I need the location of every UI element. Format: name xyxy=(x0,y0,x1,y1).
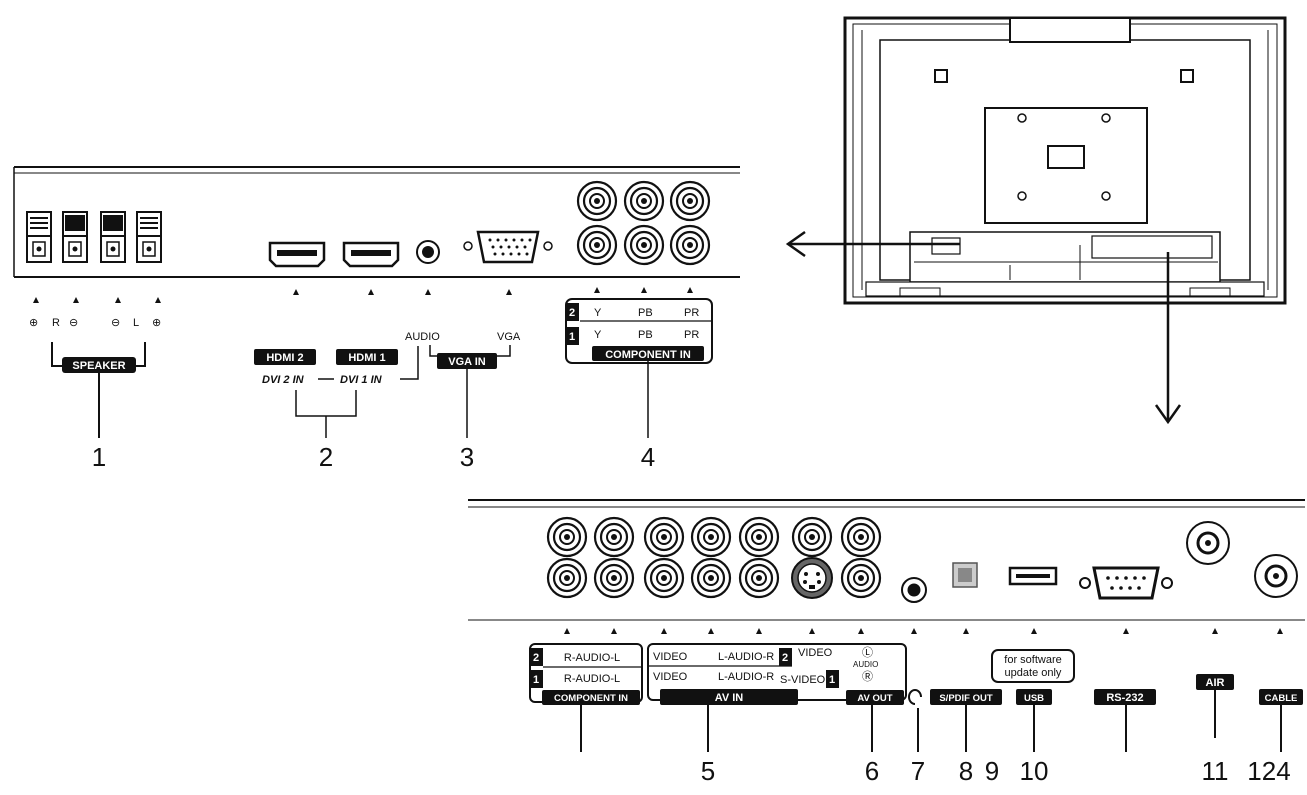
bottom-connector-panel xyxy=(468,499,1305,634)
av-index-1: 1 xyxy=(829,674,835,686)
component-label-group: 2 1 Y PB PR Y PB PR COMPONENT IN 4 xyxy=(565,298,713,472)
usb-note-line1: for software xyxy=(1004,654,1061,666)
comp-row2-pb: PB xyxy=(638,307,653,319)
usb-label-group: for software update only USB 9 10 xyxy=(985,649,1075,786)
component-in-badge: COMPONENT IN xyxy=(605,349,691,361)
av-in-badge: AV IN xyxy=(715,692,744,704)
headphone-jack xyxy=(901,577,927,603)
av-index-2: 2 xyxy=(782,652,788,664)
component-index-1: 1 xyxy=(569,331,575,343)
usb-badge: USB xyxy=(1024,693,1044,704)
callout-number-11: 11 xyxy=(1202,756,1229,786)
svideo-label: S-VIDEO xyxy=(780,674,826,686)
audio-label: AUDIO xyxy=(405,331,440,343)
av-out-audio: AUDIO xyxy=(853,660,878,669)
component-audio-label-group: 2 1 R-AUDIO-L R-AUDIO-L COMPONENT IN xyxy=(529,643,643,752)
comp-row1-y: Y xyxy=(594,329,602,341)
headphone-label-group: 7 xyxy=(908,689,925,786)
callout-number-6: 6 xyxy=(865,756,879,786)
callout-number-8: 8 xyxy=(959,756,973,786)
av-out-badge: AV OUT xyxy=(857,693,892,704)
comp-audio-badge: COMPONENT IN xyxy=(554,693,628,704)
vga-port xyxy=(463,230,553,264)
comp-row1-pb: PB xyxy=(638,329,653,341)
air-label-group: AIR 11 xyxy=(1196,674,1234,786)
air-antenna-jack xyxy=(1186,521,1230,565)
callout-number-9: 9 xyxy=(985,756,999,786)
cable-antenna-jack xyxy=(1254,554,1298,598)
callout-number-4: 4 xyxy=(641,442,655,472)
speaker-pol-1: ⊕ xyxy=(29,317,38,329)
av-out-label-group: VIDEO Ⓛ AUDIO Ⓡ AV OUT 6 xyxy=(798,646,904,786)
speaker-badge: SPEAKER xyxy=(72,360,125,372)
comp-row2-pr: PR xyxy=(684,307,699,319)
usb-port xyxy=(1008,566,1058,586)
callout-number-5: 5 xyxy=(701,756,715,786)
cable-label-group: CABLE 124 xyxy=(1247,689,1303,786)
cable-badge: CABLE xyxy=(1265,693,1298,704)
speaker-pol-6: ⊕ xyxy=(152,317,161,329)
svideo-jack xyxy=(791,557,833,599)
speaker-pol-2: R xyxy=(52,317,60,329)
speaker-label-group: ⊕ R ⊖ ⊖ L ⊕ SPEAKER 1 xyxy=(29,317,161,472)
spdif-badge: S/PDIF OUT xyxy=(939,693,993,704)
usb-note-line2: update only xyxy=(1005,667,1062,679)
dvi1-label: DVI 1 IN xyxy=(340,374,383,386)
component-index-2: 2 xyxy=(569,307,575,319)
callout-number-2: 2 xyxy=(319,442,333,472)
spdif-port xyxy=(952,562,978,588)
hdmi2-badge: HDMI 2 xyxy=(266,352,303,364)
vga-label-group: AUDIO VGA VGA IN 3 xyxy=(405,331,521,472)
spdif-label-group: S/PDIF OUT 8 xyxy=(930,689,1002,786)
callout-number-124: 124 xyxy=(1247,756,1290,786)
comp-row2-y: Y xyxy=(594,307,602,319)
vga-label: VGA xyxy=(497,331,521,343)
vga-in-badge: VGA IN xyxy=(448,356,486,368)
hdmi2-port xyxy=(268,241,326,268)
comp-audio-index-2: 2 xyxy=(533,652,539,664)
hdmi1-badge: HDMI 1 xyxy=(348,352,385,364)
av-out-video: VIDEO xyxy=(798,647,833,659)
speaker-pol-5: L xyxy=(133,317,139,329)
headphone-icon xyxy=(908,689,922,705)
av-row2-audio: L-AUDIO-R xyxy=(718,651,774,663)
rs232-badge: RS-232 xyxy=(1106,692,1143,704)
top-connector-panel xyxy=(13,166,740,303)
av-out-r: Ⓡ xyxy=(862,670,873,683)
component-video-jacks xyxy=(576,180,711,266)
av-row1-audio: L-AUDIO-R xyxy=(718,671,774,683)
comp-audio-row2: R-AUDIO-L xyxy=(564,652,620,664)
rs232-label-group: RS-232 xyxy=(1094,689,1156,752)
callout-number-10: 10 xyxy=(1020,756,1049,786)
comp-audio-index-1: 1 xyxy=(533,674,539,686)
air-badge: AIR xyxy=(1206,677,1225,689)
hdmi1-port xyxy=(342,241,400,268)
dvi2-label: DVI 2 IN xyxy=(262,374,305,386)
speaker-pol-3: ⊖ xyxy=(69,317,78,329)
speaker-pol-4: ⊖ xyxy=(111,317,120,329)
comp-audio-row1: R-AUDIO-L xyxy=(564,673,620,685)
speaker-terminals xyxy=(26,211,162,263)
av-row2-video: VIDEO xyxy=(653,651,688,663)
audio-jack xyxy=(416,240,440,264)
hdmi-label-group: HDMI 2 HDMI 1 DVI 2 IN DVI 1 IN 2 xyxy=(254,346,419,472)
callout-number-7: 7 xyxy=(911,756,925,786)
av-out-l: Ⓛ xyxy=(862,646,873,659)
comp-row1-pr: PR xyxy=(684,329,699,341)
rs232-port xyxy=(1079,566,1173,600)
callout-number-1: 1 xyxy=(92,442,106,472)
av-in-label-group: VIDEO L-AUDIO-R 2 VIDEO L-AUDIO-R S-VIDE… xyxy=(647,643,907,786)
tv-back-view xyxy=(785,16,1287,425)
callout-number-3: 3 xyxy=(460,442,474,472)
av-row1-video: VIDEO xyxy=(653,671,688,683)
